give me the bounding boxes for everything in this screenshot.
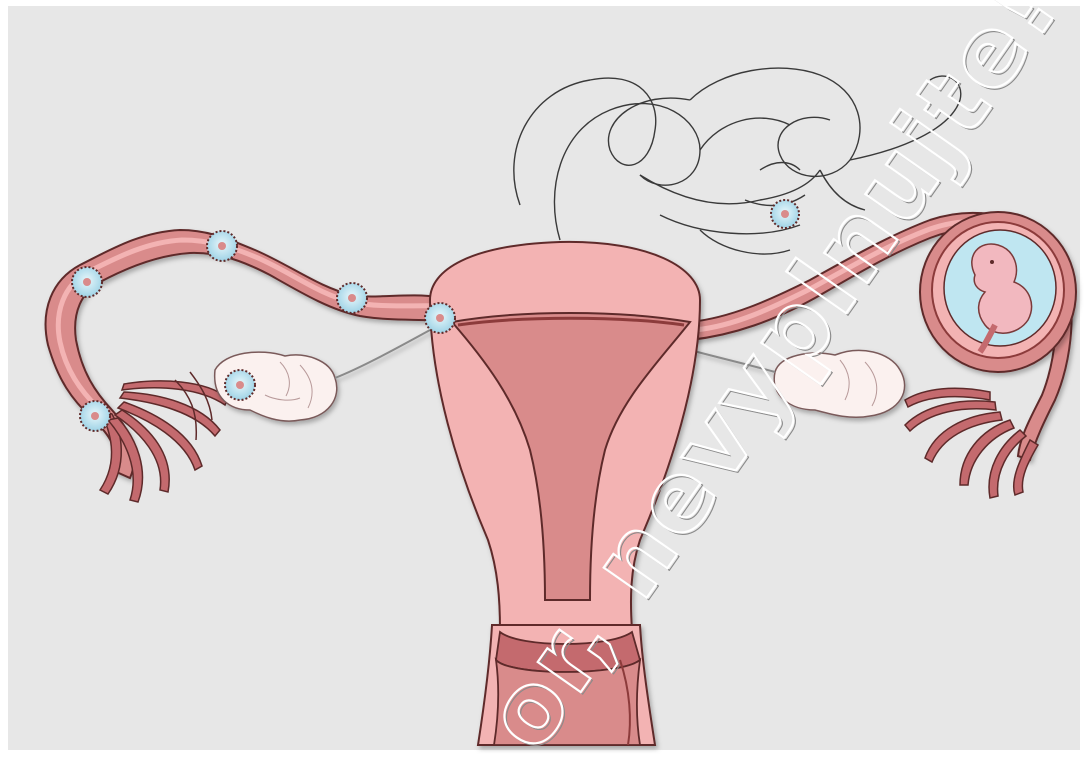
egg-cell-icon (207, 231, 237, 261)
egg-cell-icon (80, 401, 110, 431)
egg-cell-icon (225, 370, 255, 400)
egg-cell-icon (72, 267, 102, 297)
egg-cell-icon (337, 283, 367, 313)
egg-cell-icon (425, 303, 455, 333)
egg-cell-icon (771, 200, 799, 228)
